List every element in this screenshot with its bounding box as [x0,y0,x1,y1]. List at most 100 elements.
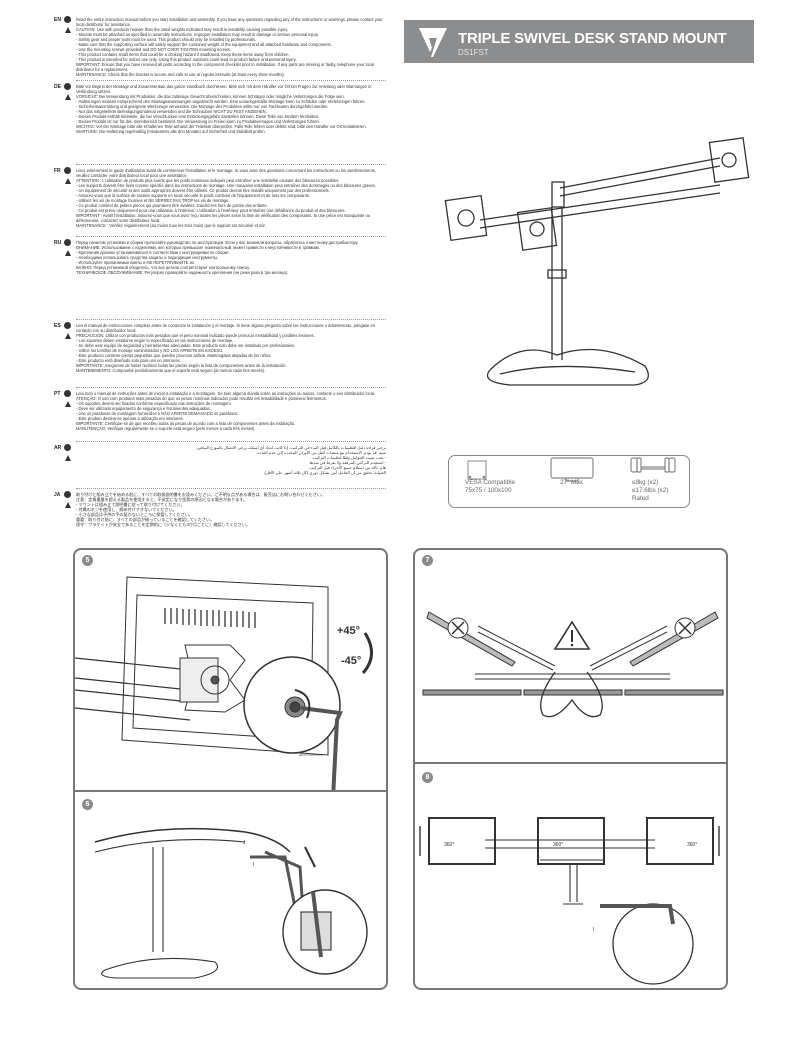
instruction-line: - 小さな部品は子供の手の届かないところに保管してください。 [76,512,193,517]
step-8-illustration [419,817,720,985]
tilt-up-label: +45° [337,625,361,637]
warning-triangle-icon [65,333,71,339]
language-code: PT [54,391,61,397]
instructions-fr: FR Lisez entièrement le guide d'utilisati… [54,167,386,228]
instruction-line: IMPORTANT: Ensure that you have received… [76,62,375,72]
warning-triangle-icon [65,94,71,100]
steps-5-6-panel: 5 +45° -45° J 6 J I [73,548,388,990]
read-manual-icon [64,16,71,23]
instruction-line: تنبيه: قد يؤدي الاستخدام مع منتجات أثقل … [256,450,386,455]
language-code: DE [54,84,61,90]
instruction-line: - Ce produit est prévu uniquement pour u… [76,208,346,213]
instruction-line: CAUTION: Use with products heavier than … [76,27,289,32]
instruction-line: - Un équipement de sécurité et des outil… [76,188,330,193]
instruction-line: - Make sure that the supporting surface … [76,42,332,47]
instruction-line: - Mounts must be attached as specified i… [76,32,319,37]
read-manual-icon [64,239,71,246]
language-code: JA [54,492,61,498]
warning-triangle-icon [65,401,71,407]
step-7-illustration [422,611,724,718]
instruction-line: يرجى قراءة دليل التعليمات بالكامل قبل ال… [195,445,386,450]
warning-triangle-icon [65,502,71,508]
instruction-line: ATENÇÃO: O uso com produtos mais pesados… [76,396,327,401]
read-manual-icon [64,491,71,498]
tool-i-label: I [593,927,595,933]
step-6-illustration [94,827,368,979]
instruction-line: Перед началом установки и сборки прочита… [76,240,359,245]
v7-logo-icon [419,28,447,57]
instruction-line: IMPORTANTE: Asegúrese de haber recibido … [76,363,287,368]
instruction-line: Leia todo o manual de instruções antes d… [76,391,376,396]
instruction-line: 重要：取り付け前に、すべての部品が揃っていることを確認してください。 [76,517,215,522]
step-6-badge: 6 [82,799,93,810]
product-title: TRIPLE SWIVEL DESK STAND MOUNT [458,30,727,47]
instruction-line: PRECAUCIÓN: Utilizar con productos más p… [76,333,315,338]
read-manual-icon [64,322,71,329]
model-number: DS1FST [458,48,489,57]
instruction-line: 保守：ブラケットが安全であることを定期的に（少なくとも3か月ごとに）確認してくだ… [76,522,250,527]
section-divider [76,164,386,165]
instruction-line: - 付属のネジを使用し、締め付けすぎないでください。 [76,507,177,512]
warning-triangle-icon [65,178,71,184]
read-manual-icon [64,390,71,397]
rotate-360-label-left: 360° [444,842,455,848]
instruction-line: - Los soportes deben instalarse según lo… [76,338,234,343]
instruction-line: - Sicherheitsausrüstung und geeignete We… [76,104,329,109]
instruction-line: MANUTENÇÃO: Verifique regularmente se o … [76,426,256,431]
read-manual-icon [64,83,71,90]
instruction-line: IMPORTANTE: Certifique-se de que recebeu… [76,421,296,426]
rotate-360-label-center: 360° [553,842,564,848]
instruction-line: - Halterungen müssen entsprechend den Mo… [76,99,366,104]
instruction-line: - This product contains small items that… [76,52,290,57]
language-code: AR [54,445,62,451]
instruction-line: - يجب تثبيت الحوامل وفقًا لتعليمات الترك… [311,455,386,460]
instruction-line: - Ce produit contient de petites pièces … [76,203,268,208]
product-header: TRIPLE SWIVEL DESK STAND MOUNT DS1FST [404,20,754,63]
read-manual-icon [64,444,71,451]
language-code: EN [54,17,61,23]
instruction-line: - Use the mounting screws provided and D… [76,47,232,52]
tilt-down-label: -45° [341,655,362,667]
instruction-line: - Use os parafusos de montagem fornecido… [76,411,239,416]
vesa-plate-icon [467,460,487,480]
instruction-line: ATTENTION : L'utilisation de produits pl… [76,178,340,183]
product-stand-illustration [444,137,750,386]
read-manual-icon [64,167,71,174]
instructions-es: ES Lea el manual de instrucciones complet… [54,322,386,373]
tool-j-label: J [243,840,246,846]
section-divider [76,488,386,489]
tool-j-label: J [299,752,302,758]
weight-dumbbell-icon [630,457,676,473]
instruction-line: ВАЖНО: Перед установкой убедитесь, что в… [76,265,250,270]
step-8-badge: 8 [422,772,433,783]
tool-i-label: I [253,862,255,868]
instruction-line: - マウントは組み立て説明書に従って取り付けてください。 [76,502,185,507]
vesa-label: VESA Compatible [465,479,516,486]
warning-triangle-icon [65,455,71,461]
section-divider [76,80,386,81]
instruction-line: - Dieses Produkt enthält Kleinteile, die… [76,114,320,119]
instruction-line: WICHTIG: Vor der Montage bitte alle erha… [76,124,367,129]
instruction-line: - Используйте прилагаемые винты и НЕ ПЕР… [76,260,196,265]
instruction-line: - Este producto contiene piezas pequeñas… [76,353,272,358]
instruction-line: - Les supports doivent être fixés comme … [76,183,376,188]
instruction-line: - Safety gear and proper tools must be u… [76,37,257,42]
instruction-line: MAINTENANCE : Vérifiez régulièrement (au… [76,223,266,228]
warning-triangle-icon [65,27,71,33]
language-code: FR [54,168,61,174]
weight-rated: Rated [632,495,649,502]
instruction-line: - Os suportes devem ser fixados conforme… [76,401,232,406]
instruction-line: Lisez entièrement le guide d'utilisation… [76,168,376,178]
language-code: ES [54,323,61,329]
instructions-pt: PT Leia todo o manual de instruções antes… [54,390,386,431]
instruction-line: Lea el manual de instrucciones completo … [76,323,376,333]
panel-divider [415,762,726,764]
weight-kg: ≤8kg (x2) [632,479,659,486]
instruction-line: - Utilisez les vis de montage fournies e… [76,198,230,203]
